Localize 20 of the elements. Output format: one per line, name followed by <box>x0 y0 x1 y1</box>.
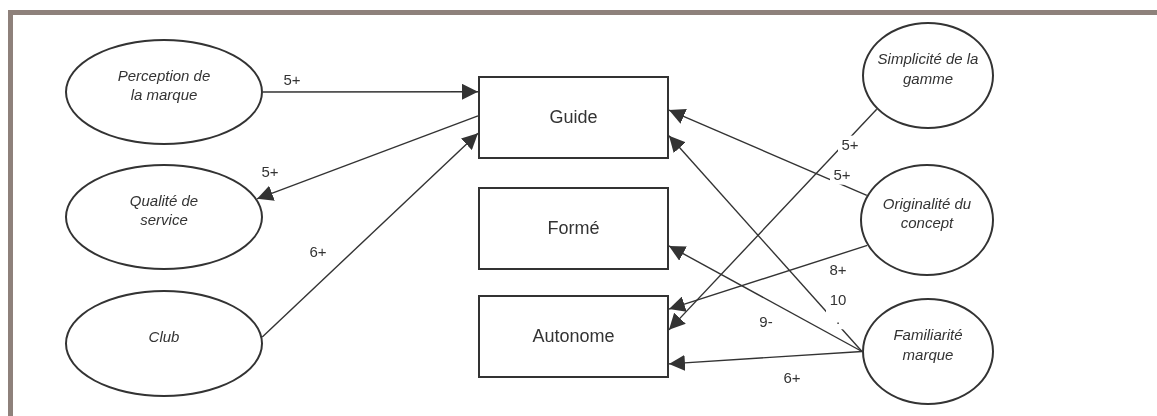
arrow <box>668 108 878 331</box>
node-label: Club <box>148 326 180 347</box>
node-label: Originalité du concept <box>881 193 973 233</box>
category-box <box>478 76 669 159</box>
node-label: Guide <box>549 105 598 129</box>
arrow <box>261 132 479 338</box>
category-box <box>478 187 669 270</box>
arrow <box>668 109 868 197</box>
node-label: Familiarité marque <box>892 325 964 364</box>
arrow <box>668 135 863 353</box>
category-box <box>478 295 669 378</box>
node-label: Qualité de service <box>128 190 200 230</box>
node-label: Perception de la marque <box>116 65 212 105</box>
arrow <box>668 244 868 312</box>
arrow <box>262 83 479 100</box>
node-label: Autonome <box>532 324 615 348</box>
arrow <box>668 350 863 371</box>
node-label: Formé <box>547 216 600 240</box>
node-label: Simplicité de la gamme <box>876 49 980 88</box>
arrow <box>668 245 863 353</box>
